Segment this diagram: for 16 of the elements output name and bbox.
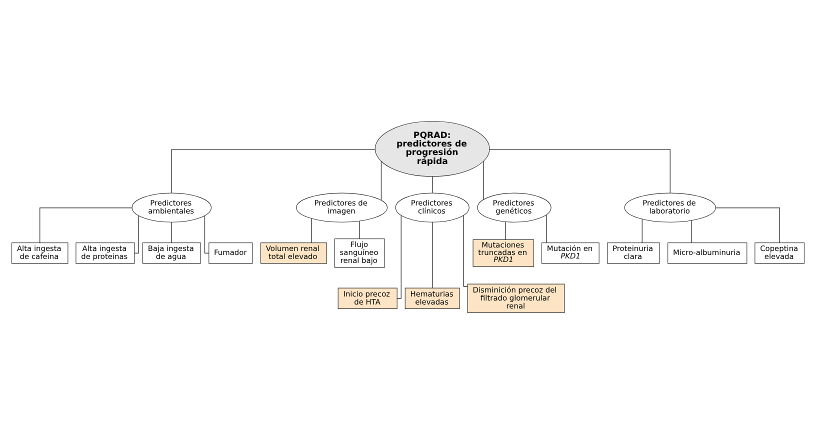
connector <box>359 220 360 239</box>
connector <box>380 160 382 200</box>
connector <box>505 221 506 240</box>
connector <box>396 214 402 298</box>
connector <box>489 148 670 193</box>
connector <box>546 214 547 243</box>
connector <box>171 148 376 193</box>
connector <box>171 221 172 243</box>
connector <box>715 207 780 242</box>
connector <box>691 220 692 243</box>
connector <box>40 207 132 242</box>
connector <box>311 218 312 243</box>
connector <box>432 176 433 193</box>
connector <box>483 160 484 200</box>
node-ellipse: PQRAD: predictores de progresión rápida <box>374 120 490 176</box>
connector <box>432 221 433 288</box>
